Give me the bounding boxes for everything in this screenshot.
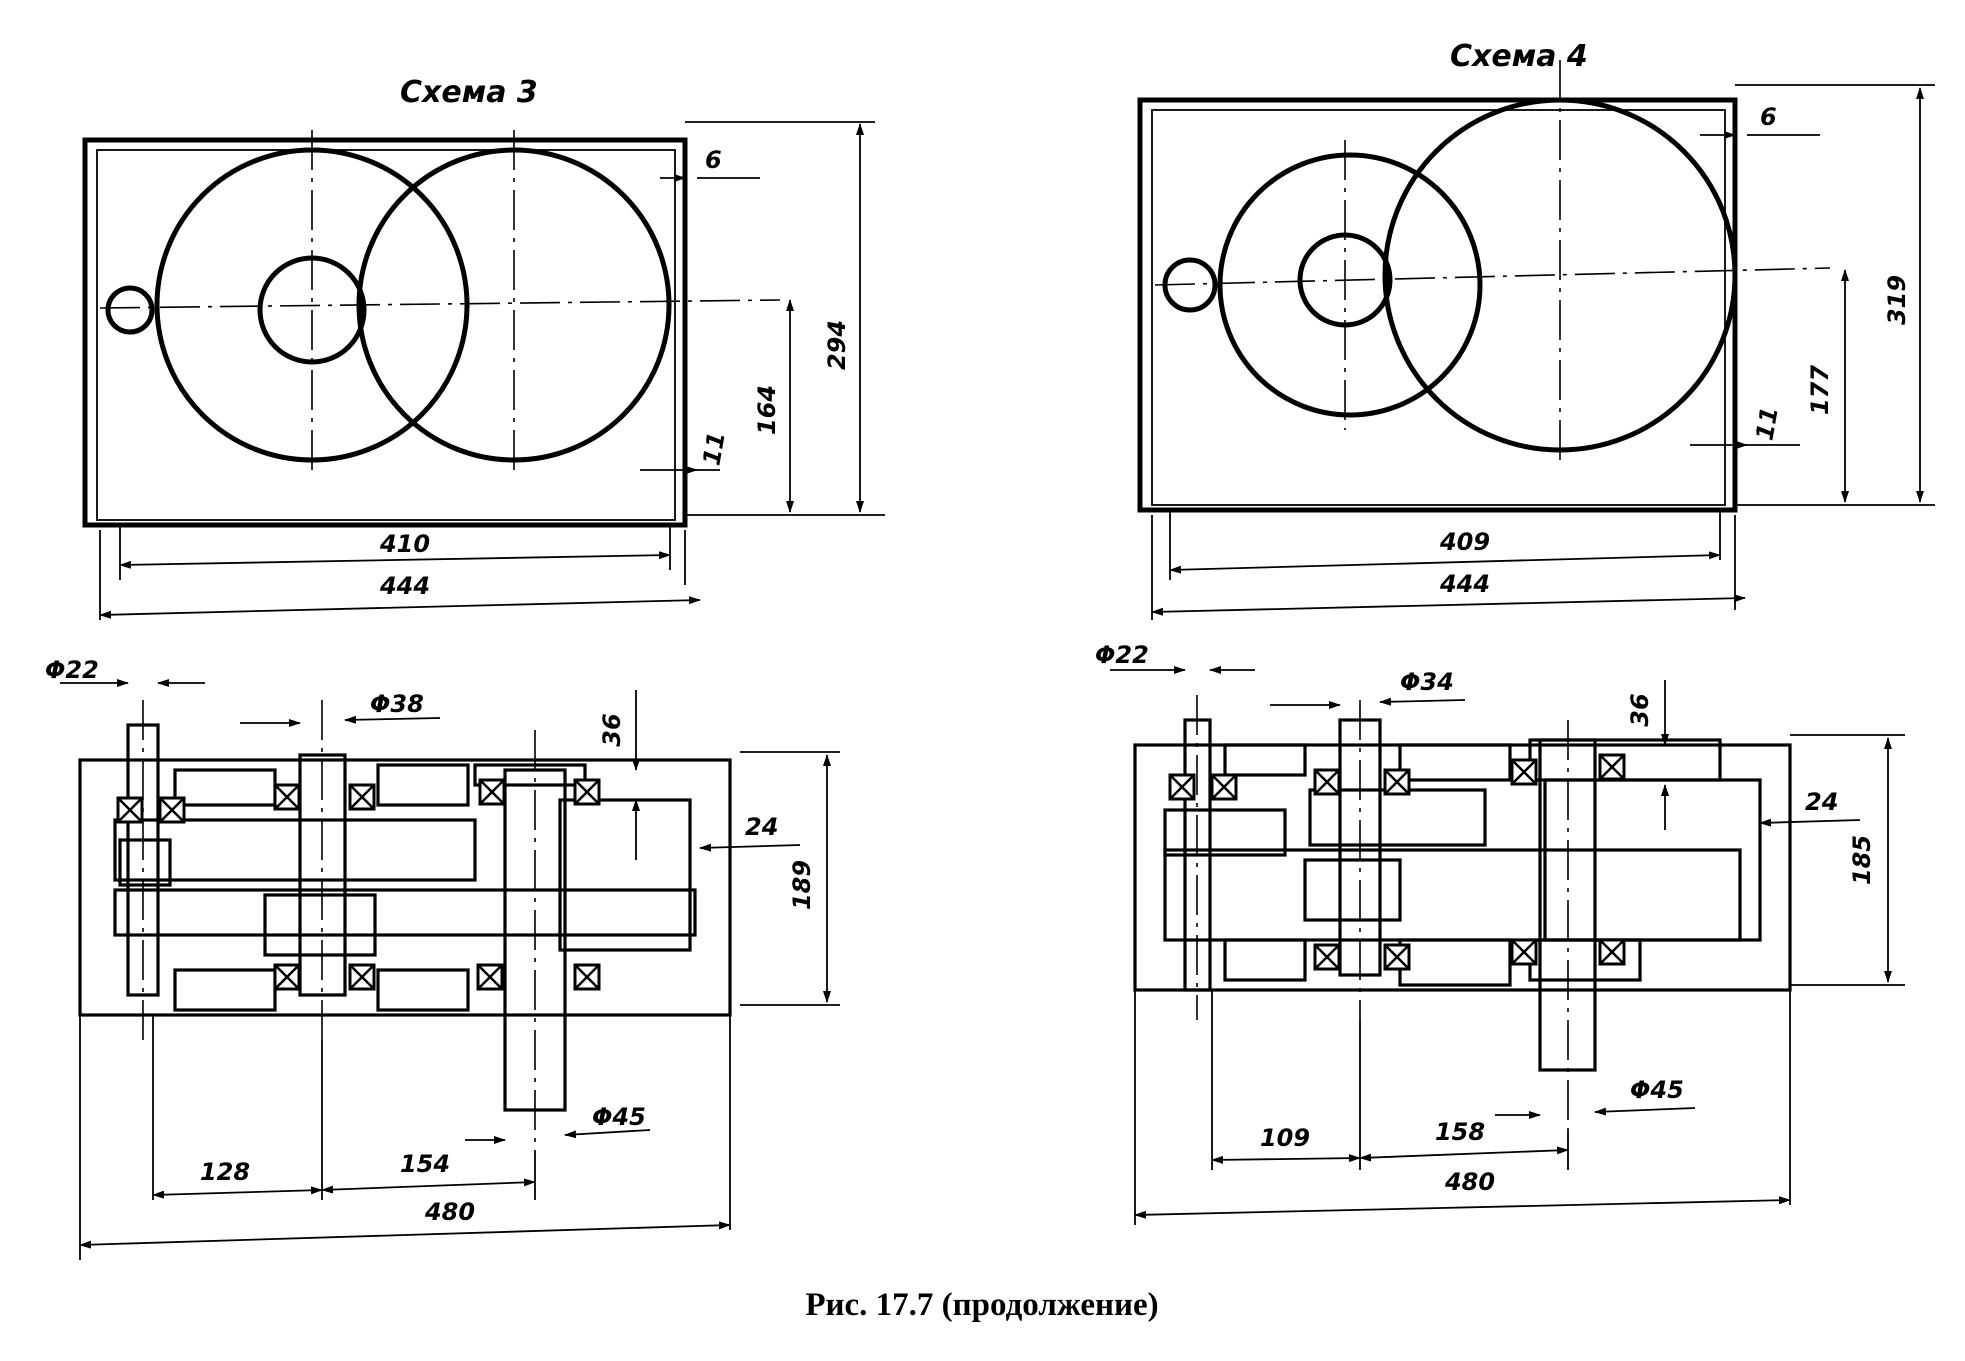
scheme4-middle-gear	[1303, 858, 1402, 922]
scheme3-dim-36: 36	[598, 713, 626, 746]
scheme3-title: Схема 3	[400, 75, 538, 110]
scheme3-dim-410: 410	[379, 530, 430, 558]
scheme4-housing-outer	[1137, 97, 1738, 513]
scheme4-gear-output-body	[1543, 778, 1762, 942]
scheme3-middle-gear	[263, 893, 377, 957]
scheme4-dim-158: 158	[1435, 1118, 1485, 1146]
scheme4-dim-480: 480	[1444, 1168, 1495, 1196]
scheme3-dim-phi38: Φ38	[370, 690, 424, 718]
scheme3-dim-128: 128	[200, 1158, 250, 1186]
scheme4-dim-109: 109	[1260, 1124, 1310, 1152]
scheme4-dim-phi22: Φ22	[1095, 641, 1149, 669]
scheme4-dim-185: 185	[1848, 835, 1876, 885]
scheme3-dim-11: 11	[697, 430, 730, 468]
scheme4-gear-small	[1217, 152, 1483, 418]
scheme4-dim-24: 24	[1805, 788, 1838, 816]
scheme3-horizontal-axis	[99, 299, 781, 309]
scheme4-dim-36: 36	[1626, 693, 1654, 726]
scheme3-input-shaft-circle	[105, 285, 155, 335]
scheme3-top-view: Схема 3 294 164 6 11 410	[82, 75, 885, 620]
scheme3-dim-164: 164	[753, 385, 781, 435]
scheme4-dim-11: 11	[1750, 405, 1783, 443]
scheme3-dim-189: 189	[788, 860, 816, 910]
scheme3-section-view: 189 36 24 Φ22 Φ38 Φ45 128 154 480	[45, 656, 840, 1260]
scheme4-top-view: Схема 4 319 177 6 11 409 444	[1137, 39, 1935, 620]
scheme3-dim-phi22: Φ22	[45, 656, 99, 684]
scheme3-dim-444: 444	[379, 572, 430, 600]
scheme3-dim-480: 480	[424, 1198, 475, 1226]
scheme4-dim-177: 177	[1806, 365, 1834, 415]
scheme4-dim-444: 444	[1439, 570, 1490, 598]
scheme4-dim-6: 6	[1760, 103, 1777, 131]
scheme3-middle-shaft	[298, 753, 347, 997]
scheme4-horizontal-axis	[1154, 267, 1831, 286]
scheme3-housing-outer	[82, 137, 688, 528]
scheme3-dim-6: 6	[705, 146, 722, 174]
scheme3-dim-294: 294	[823, 320, 851, 370]
scheme4-housing-inner	[1151, 109, 1726, 506]
scheme4-dim-319: 319	[1883, 275, 1911, 325]
scheme3-dim-154: 154	[400, 1150, 450, 1178]
figure-caption: Рис. 17.7 (продолжение)	[805, 1287, 1158, 1323]
scheme4-dim-409: 409	[1439, 528, 1490, 556]
scheme3-dim-phi45: Φ45	[592, 1103, 646, 1131]
scheme3-dim-24: 24	[745, 813, 778, 841]
scheme3-housing-inner	[96, 149, 676, 521]
scheme3-gear-output-body	[558, 798, 692, 952]
scheme4-title: Схема 4	[1450, 39, 1588, 74]
scheme3-section-housing	[78, 758, 732, 1017]
scheme4-dim-phi45: Φ45	[1630, 1076, 1684, 1104]
scheme4-dim-phi34: Φ34	[1400, 668, 1454, 696]
scheme4-section-view: 185 36 24 Φ22 Φ34 Φ45 109 158 480	[1095, 641, 1905, 1225]
